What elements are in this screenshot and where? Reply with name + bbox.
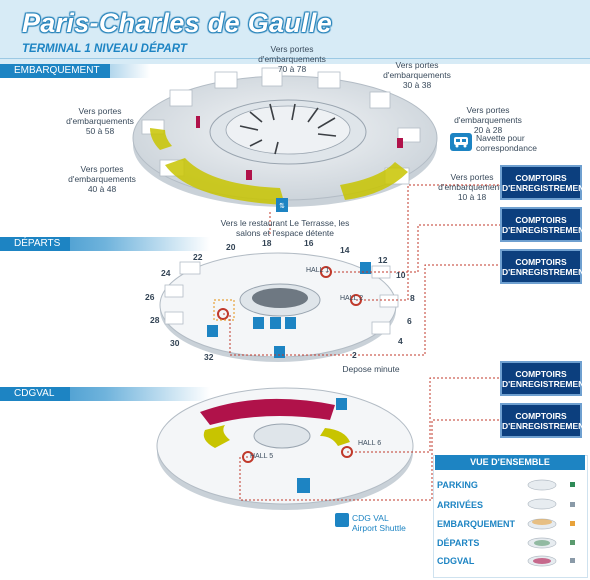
checkin-counters-5[interactable]: COMPTOIRS D'ENREGISTREMENT xyxy=(500,403,590,438)
gate-label-30-38: Vers portes d'embarquements 30 à 38 xyxy=(383,60,451,90)
legend-arrivees[interactable]: ARRIVÉES xyxy=(437,500,484,510)
legend-arrivees-swatch xyxy=(570,502,575,507)
door-12: 12 xyxy=(378,255,388,265)
header-divider xyxy=(0,58,590,59)
door-26: 26 xyxy=(145,292,155,302)
gate-label-40-48: Vers portes d'embarquements 40 à 48 xyxy=(68,164,136,194)
legend-parking-swatch xyxy=(570,482,575,487)
door-20: 20 xyxy=(226,242,236,252)
gate-label-20-28: Vers portes d'embarquements 20 à 28 xyxy=(454,105,522,135)
navette-label: Navette pour correspondance xyxy=(476,133,537,153)
departs-level xyxy=(159,252,399,362)
page-title: Paris-Charles de Gaulle xyxy=(22,8,333,38)
depose-minute-label: Depose minute xyxy=(342,364,400,374)
embarquement-level: ⇅ xyxy=(132,67,438,212)
title-band xyxy=(0,0,590,64)
cdgval-shuttle-label: CDG VAL Airport Shuttle xyxy=(352,513,406,533)
door-32: 32 xyxy=(204,352,214,362)
checkin-counters-3[interactable]: COMPTOIRS D'ENREGISTREMENT xyxy=(500,249,590,284)
door-2: 2 xyxy=(352,350,357,360)
door-10: 10 xyxy=(396,270,406,280)
legend-departs-swatch xyxy=(570,540,575,545)
door-4: 4 xyxy=(398,336,403,346)
section-cdgval: CDGVAL xyxy=(0,387,70,401)
legend-parking[interactable]: PARKING xyxy=(437,480,478,490)
shuttle-bus-icon xyxy=(450,133,472,151)
legend-departs[interactable]: DÉPARTS xyxy=(437,538,480,548)
hall-2-label: HALL 2 xyxy=(340,295,364,302)
cdgval-train-icon xyxy=(335,513,349,527)
door-14: 14 xyxy=(340,245,350,255)
legend-cdgval[interactable]: CDGVAL xyxy=(437,556,475,566)
hall-6-label: HALL 6 xyxy=(358,440,382,447)
hall-1-label: HALL 1 xyxy=(306,267,330,274)
gate-label-10-18: Vers portes d'embarquements 10 à 18 xyxy=(438,172,506,202)
legend-embarquement-swatch xyxy=(570,521,575,526)
door-8: 8 xyxy=(410,293,415,303)
section-departs: DÉPARTS xyxy=(0,237,70,251)
restaurant-label: Vers le restaurant Le Terrasse, les salo… xyxy=(220,218,350,238)
legend-title: VUE D'ENSEMBLE xyxy=(435,455,585,470)
legend-cdgval-swatch xyxy=(570,558,575,563)
door-18: 18 xyxy=(262,238,272,248)
checkin-counters-2[interactable]: COMPTOIRS D'ENREGISTREMENT xyxy=(500,207,590,242)
hall-5-label: HALL 5 xyxy=(250,453,274,460)
gate-label-50-58: Vers portes d'embarquements 50 à 58 xyxy=(66,106,134,136)
door-16: 16 xyxy=(304,238,314,248)
door-6: 6 xyxy=(407,316,412,326)
section-embarquement: EMBARQUEMENT xyxy=(0,64,110,78)
door-22: 22 xyxy=(193,252,203,262)
checkin-counters-1[interactable]: COMPTOIRS D'ENREGISTREMENT xyxy=(500,165,590,200)
checkin-counters-4[interactable]: COMPTOIRS D'ENREGISTREMENT xyxy=(500,361,590,396)
cdgval-level xyxy=(156,387,414,510)
gate-label-70-78: Vers portes d'embarquements 70 à 78 xyxy=(258,44,326,74)
page-subtitle: TERMINAL 1 NIVEAU DÉPART xyxy=(22,43,187,55)
legend-embarquement[interactable]: EMBARQUEMENT xyxy=(437,519,515,529)
svg-text:⇅: ⇅ xyxy=(279,202,285,210)
door-24: 24 xyxy=(161,268,171,278)
door-28: 28 xyxy=(150,315,160,325)
door-30: 30 xyxy=(170,338,180,348)
